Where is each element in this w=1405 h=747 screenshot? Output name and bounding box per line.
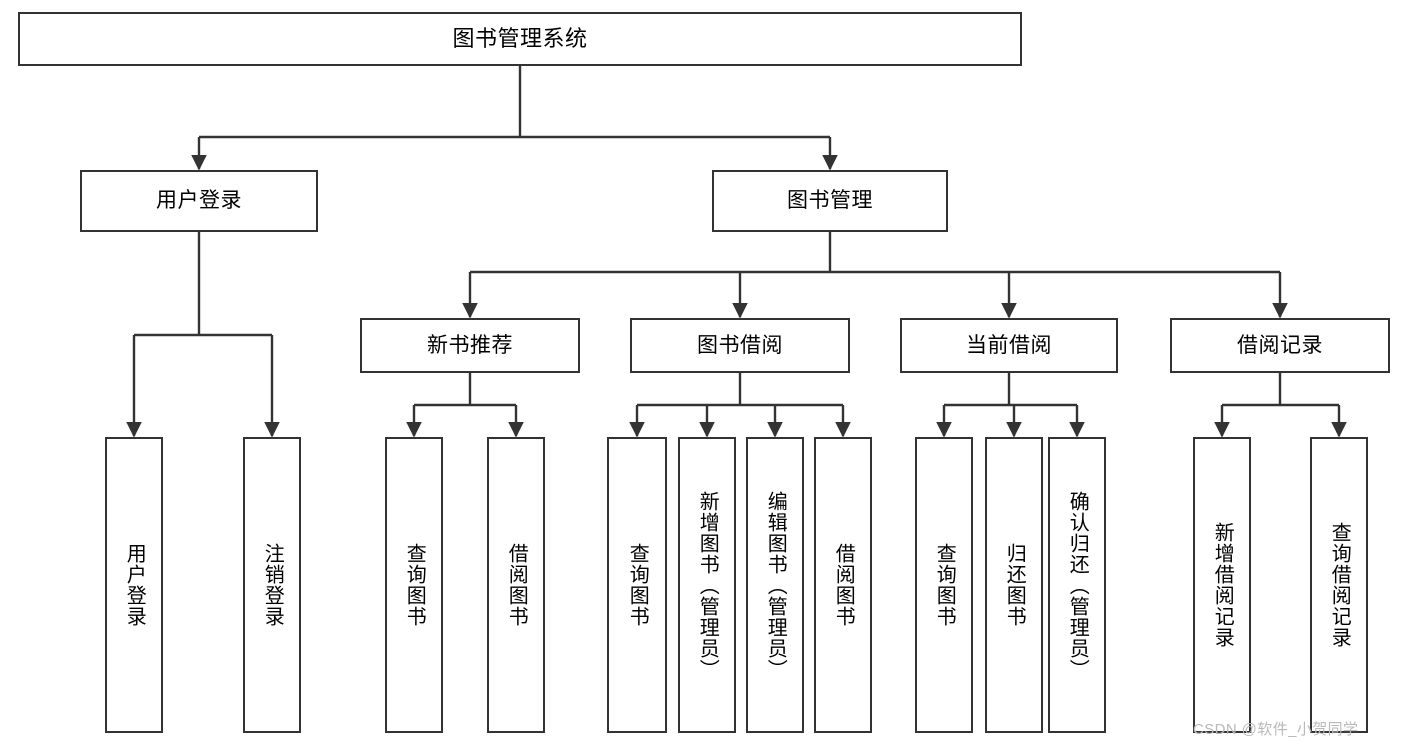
node-leaf-query-book-current[interactable]: 查询图书 [915,437,973,733]
node-label: 查询图书 [626,543,649,627]
node-label: 当前借阅 [966,333,1052,357]
connectors [126,66,1347,438]
node-label: 新增借阅记录 [1211,522,1234,648]
node-label: 查询图书 [933,543,956,627]
node-new-book-recommend[interactable]: 新书推荐 [360,318,580,373]
node-leaf-add-borrow-record[interactable]: 新增借阅记录 [1193,437,1251,733]
node-leaf-confirm-return[interactable]: 确认归还（管理员） [1048,437,1106,733]
node-book-borrow[interactable]: 图书借阅 [630,318,850,373]
node-label: 编辑图书（管理员） [764,490,787,680]
node-label: 借阅图书 [832,543,855,627]
node-leaf-query-book-borrow[interactable]: 查询图书 [607,437,667,733]
node-label: 查询借阅记录 [1328,522,1351,648]
node-label: 用户登录 [123,543,146,627]
node-leaf-logout[interactable]: 注销登录 [243,437,301,733]
node-label: 借阅图书 [505,543,528,627]
node-label: 查询图书 [403,543,426,627]
node-label: 用户登录 [156,189,242,213]
node-label: 新书推荐 [427,333,513,357]
node-label: 新增图书（管理员） [696,490,719,680]
node-leaf-add-book[interactable]: 新增图书（管理员） [678,437,736,733]
node-user-login[interactable]: 用户登录 [80,170,318,232]
node-leaf-user-login[interactable]: 用户登录 [105,437,163,733]
node-current-borrow[interactable]: 当前借阅 [900,318,1118,373]
node-leaf-query-borrow-record[interactable]: 查询借阅记录 [1310,437,1368,733]
node-label: 借阅记录 [1237,333,1323,357]
node-leaf-borrow-book[interactable]: 借阅图书 [814,437,872,733]
node-label: 图书管理系统 [452,25,588,51]
node-leaf-query-book-recommend[interactable]: 查询图书 [385,437,443,733]
node-leaf-return-book[interactable]: 归还图书 [985,437,1043,733]
node-book-manage[interactable]: 图书管理 [712,170,948,232]
node-label: 图书借阅 [697,333,783,357]
node-leaf-borrow-book-recommend[interactable]: 借阅图书 [487,437,545,733]
node-label: 图书管理 [787,189,873,213]
node-label: 归还图书 [1003,543,1026,627]
node-label: 确认归还（管理员） [1066,490,1089,680]
node-root[interactable]: 图书管理系统 [18,12,1022,66]
node-leaf-edit-book[interactable]: 编辑图书（管理员） [746,437,804,733]
node-label: 注销登录 [261,543,284,627]
node-borrow-record[interactable]: 借阅记录 [1170,318,1390,373]
